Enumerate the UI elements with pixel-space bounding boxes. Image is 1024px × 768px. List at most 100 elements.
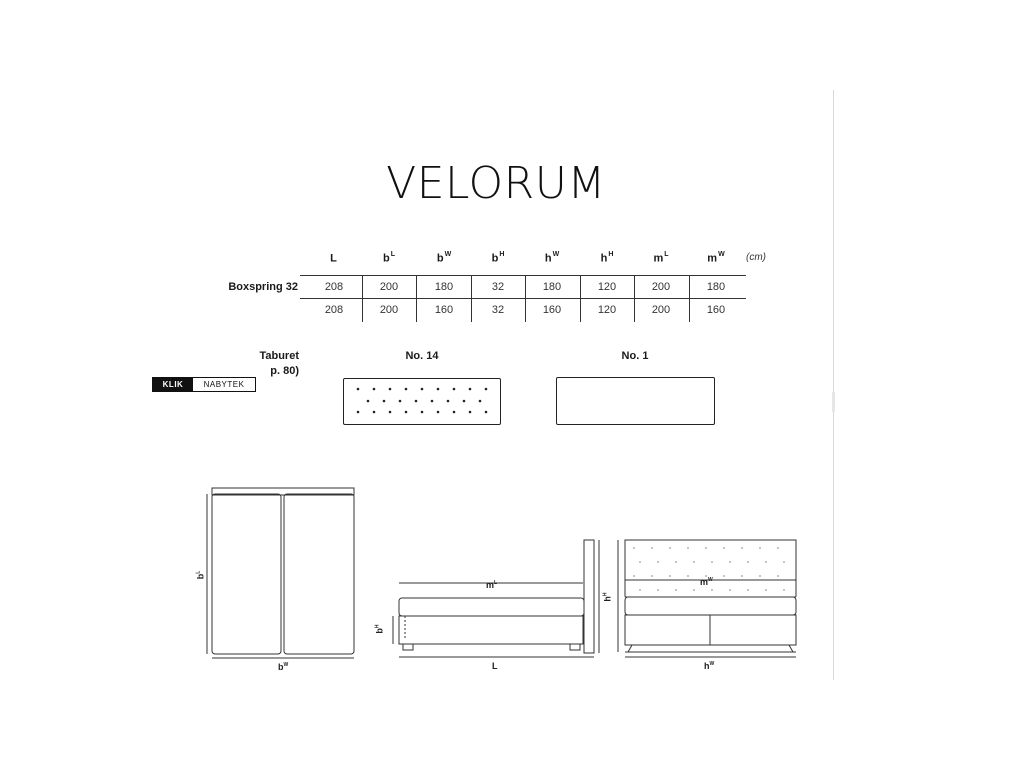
page-divider-marker [832, 392, 835, 412]
headboard-tuft-mark [741, 547, 743, 549]
headboard-tuft-mark [747, 561, 749, 563]
logo-part-klik: KLIK [153, 378, 193, 391]
headboard-tuft-mark [669, 575, 671, 577]
headboard-tuft-mark [777, 575, 779, 577]
tuft-button-mark [404, 410, 408, 414]
table-cell: 180 [542, 281, 562, 293]
headboard-tuft-mark [657, 589, 659, 591]
table-cell: 180 [434, 281, 454, 293]
tuft-button-mark [430, 399, 434, 403]
table-header-6: mL [634, 251, 688, 265]
side-view-drawing [392, 539, 600, 658]
table-header-base: m [707, 252, 718, 265]
table-rule-column-4 [580, 275, 581, 322]
front-view-drawing [617, 539, 797, 658]
table-rule-top [300, 275, 746, 276]
table-header-base: b [491, 252, 499, 265]
table-row-label: Boxspring 32 [228, 281, 298, 293]
headboard-tuft-mark [723, 575, 725, 577]
tuft-button-mark [420, 387, 424, 391]
table-cell: 32 [491, 304, 505, 316]
brand-logo: KLIK NABYTEK [152, 377, 256, 392]
taburet-label: Taburet p. 80) [210, 349, 299, 379]
table-header-base: b [436, 252, 444, 265]
tuft-button-mark [420, 410, 424, 414]
table-cell: 208 [324, 304, 344, 316]
tuft-button-mark [372, 387, 376, 391]
headboard-tuft-mark [741, 575, 743, 577]
headboard-tuft-mark [723, 547, 725, 549]
page-title: VELORUM [386, 158, 606, 209]
tuft-button-mark [446, 399, 450, 403]
headboard-tuft-mark [759, 575, 761, 577]
table-cell: 200 [379, 304, 399, 316]
tuft-button-mark [382, 399, 386, 403]
tuft-button-mark [468, 387, 472, 391]
tuft-button-mark [356, 387, 360, 391]
table-cell: 120 [597, 281, 617, 293]
taburet-label-line1: Taburet [259, 350, 299, 362]
table-rule-column-1 [416, 275, 417, 322]
headboard-tuft-mark [711, 561, 713, 563]
headboard-tuft-mark [747, 589, 749, 591]
headboard-tuft-mark [675, 589, 677, 591]
table-cell: 160 [434, 304, 454, 316]
table-cell: 200 [379, 281, 399, 293]
headboard-tuft-mark [651, 547, 653, 549]
logo-part-nabytek: NABYTEK [193, 378, 255, 391]
headboard-tuft-mark [783, 589, 785, 591]
headboard-tuft-mark [777, 547, 779, 549]
tuft-button-mark [366, 399, 370, 403]
tuft-button-mark [484, 387, 488, 391]
stool-tufting-pattern [356, 387, 488, 414]
headboard-tuft-mark [675, 561, 677, 563]
headboard-tuft-mark [705, 575, 707, 577]
table-header-base: L [330, 252, 337, 265]
table-cell: 200 [651, 281, 671, 293]
headboard-tuft-mark [729, 589, 731, 591]
table-header-sup: W [718, 251, 725, 258]
tuft-button-mark [478, 399, 482, 403]
table-cell: 180 [706, 281, 726, 293]
headboard-tuft-mark [765, 589, 767, 591]
table-rule-middle [300, 298, 746, 299]
tuft-button-mark [356, 410, 360, 414]
headboard-tuft-mark [729, 561, 731, 563]
headboard-tuft-mark [639, 561, 641, 563]
headboard-tuft-mark [759, 547, 761, 549]
tuft-button-mark [452, 410, 456, 414]
table-header-1: bL [362, 251, 416, 265]
stool-no1-drawing [556, 377, 715, 425]
headboard-tuft-mark [693, 561, 695, 563]
table-header-sup: W [552, 251, 560, 258]
tuft-button-mark [468, 410, 472, 414]
table-header-base: h [600, 252, 608, 265]
headboard-tuft-mark [783, 561, 785, 563]
stool-no14-drawing [343, 378, 501, 425]
table-rule-column-5 [634, 275, 635, 322]
table-header-sup: H [499, 251, 505, 258]
headboard-tuft-mark [693, 589, 695, 591]
dim-label-side-mattress: mL [486, 580, 498, 590]
table-rule-column-3 [525, 275, 526, 322]
tuft-button-mark [372, 410, 376, 414]
headboard-tuft-mark [669, 547, 671, 549]
table-header-0: L [307, 252, 361, 265]
table-header-base: b [382, 252, 390, 265]
table-rule-column-2 [471, 275, 472, 322]
table-header-5: hH [580, 251, 634, 265]
dim-label-front-mattress: mW [700, 577, 713, 587]
headboard-tuft-mark [687, 547, 689, 549]
tuft-button-mark [436, 410, 440, 414]
table-header-base: h [544, 252, 552, 265]
table-header-sup: W [444, 251, 452, 258]
headboard-tuft-mark [765, 561, 767, 563]
tuft-button-mark [404, 387, 408, 391]
table-cell: 160 [542, 304, 562, 316]
headboard-tuft-mark [639, 589, 641, 591]
headboard-tuft-mark [633, 575, 635, 577]
headboard-tuft-mark [687, 575, 689, 577]
headboard-tuft-mark [651, 575, 653, 577]
table-header-7: mW [689, 251, 743, 265]
